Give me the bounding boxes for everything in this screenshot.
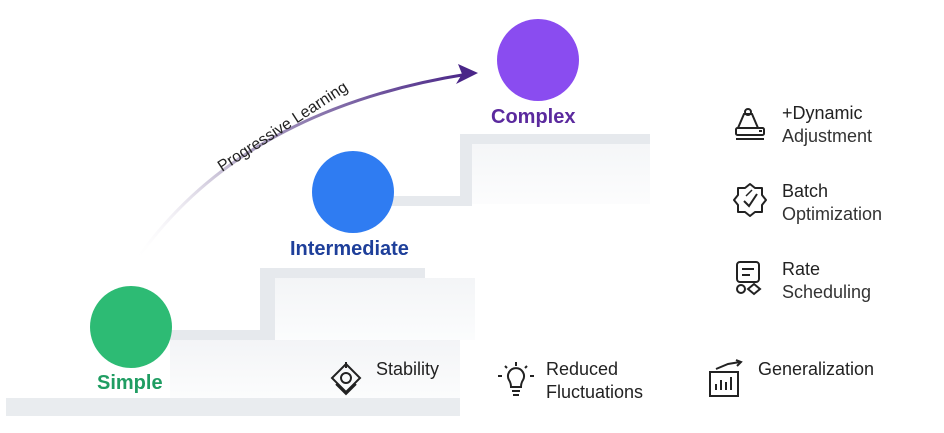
stage-circle-intermediate <box>312 151 394 233</box>
badge-check-icon <box>733 183 767 217</box>
lightbulb-icon <box>498 362 534 396</box>
feature-title: +Dynamic <box>782 103 863 123</box>
feature-subtitle: Fluctuations <box>546 382 644 402</box>
feature-stability: Stability <box>324 358 439 402</box>
feature-title: Generalization <box>758 359 875 379</box>
feature-text: Stability <box>376 358 439 381</box>
feature-subtitle: Scheduling <box>782 282 872 302</box>
progress-arrow <box>133 72 469 263</box>
stage-label-complex: Complex <box>491 106 576 128</box>
staircase <box>6 134 650 416</box>
feature-dynamic-adjustment: +Dynamic Adjustment <box>730 102 872 148</box>
feature-reduced-fluctuations: Reduced Fluctuations <box>494 358 643 404</box>
feature-title: Batch <box>782 181 829 201</box>
schedule-icon <box>736 261 762 296</box>
stage-circle-simple <box>90 286 172 368</box>
stair-face-3 <box>472 144 650 204</box>
stability-icon <box>330 362 362 396</box>
stair-step-base <box>6 398 460 416</box>
stage-circle-complex <box>497 19 579 101</box>
feature-subtitle: Optimization <box>782 204 883 224</box>
stair-face-2 <box>275 278 475 340</box>
feature-text: Reduced Fluctuations <box>546 358 643 404</box>
feature-text: Batch Optimization <box>782 180 882 226</box>
feature-rate-scheduling: Rate Scheduling <box>730 258 871 304</box>
feature-generalization: Generalization <box>706 358 874 402</box>
stair-step-1 <box>170 268 425 340</box>
stair-step-2 <box>380 134 650 206</box>
feature-batch-optimization: Batch Optimization <box>730 180 882 226</box>
feature-title: Rate <box>782 259 821 279</box>
feature-title: Reduced <box>546 359 619 379</box>
feature-title: Stability <box>376 359 440 379</box>
adjustment-icon <box>735 108 765 140</box>
stage-label-intermediate: Intermediate <box>290 238 409 260</box>
feature-text: Generalization <box>758 358 874 381</box>
bar-chart-icon <box>709 359 743 397</box>
feature-text: +Dynamic Adjustment <box>782 102 872 148</box>
feature-text: Rate Scheduling <box>782 258 871 304</box>
feature-subtitle: Adjustment <box>782 126 873 146</box>
stair-face-1 <box>170 340 460 398</box>
stage-label-simple: Simple <box>97 372 163 394</box>
progress-arrow-head <box>456 64 478 84</box>
